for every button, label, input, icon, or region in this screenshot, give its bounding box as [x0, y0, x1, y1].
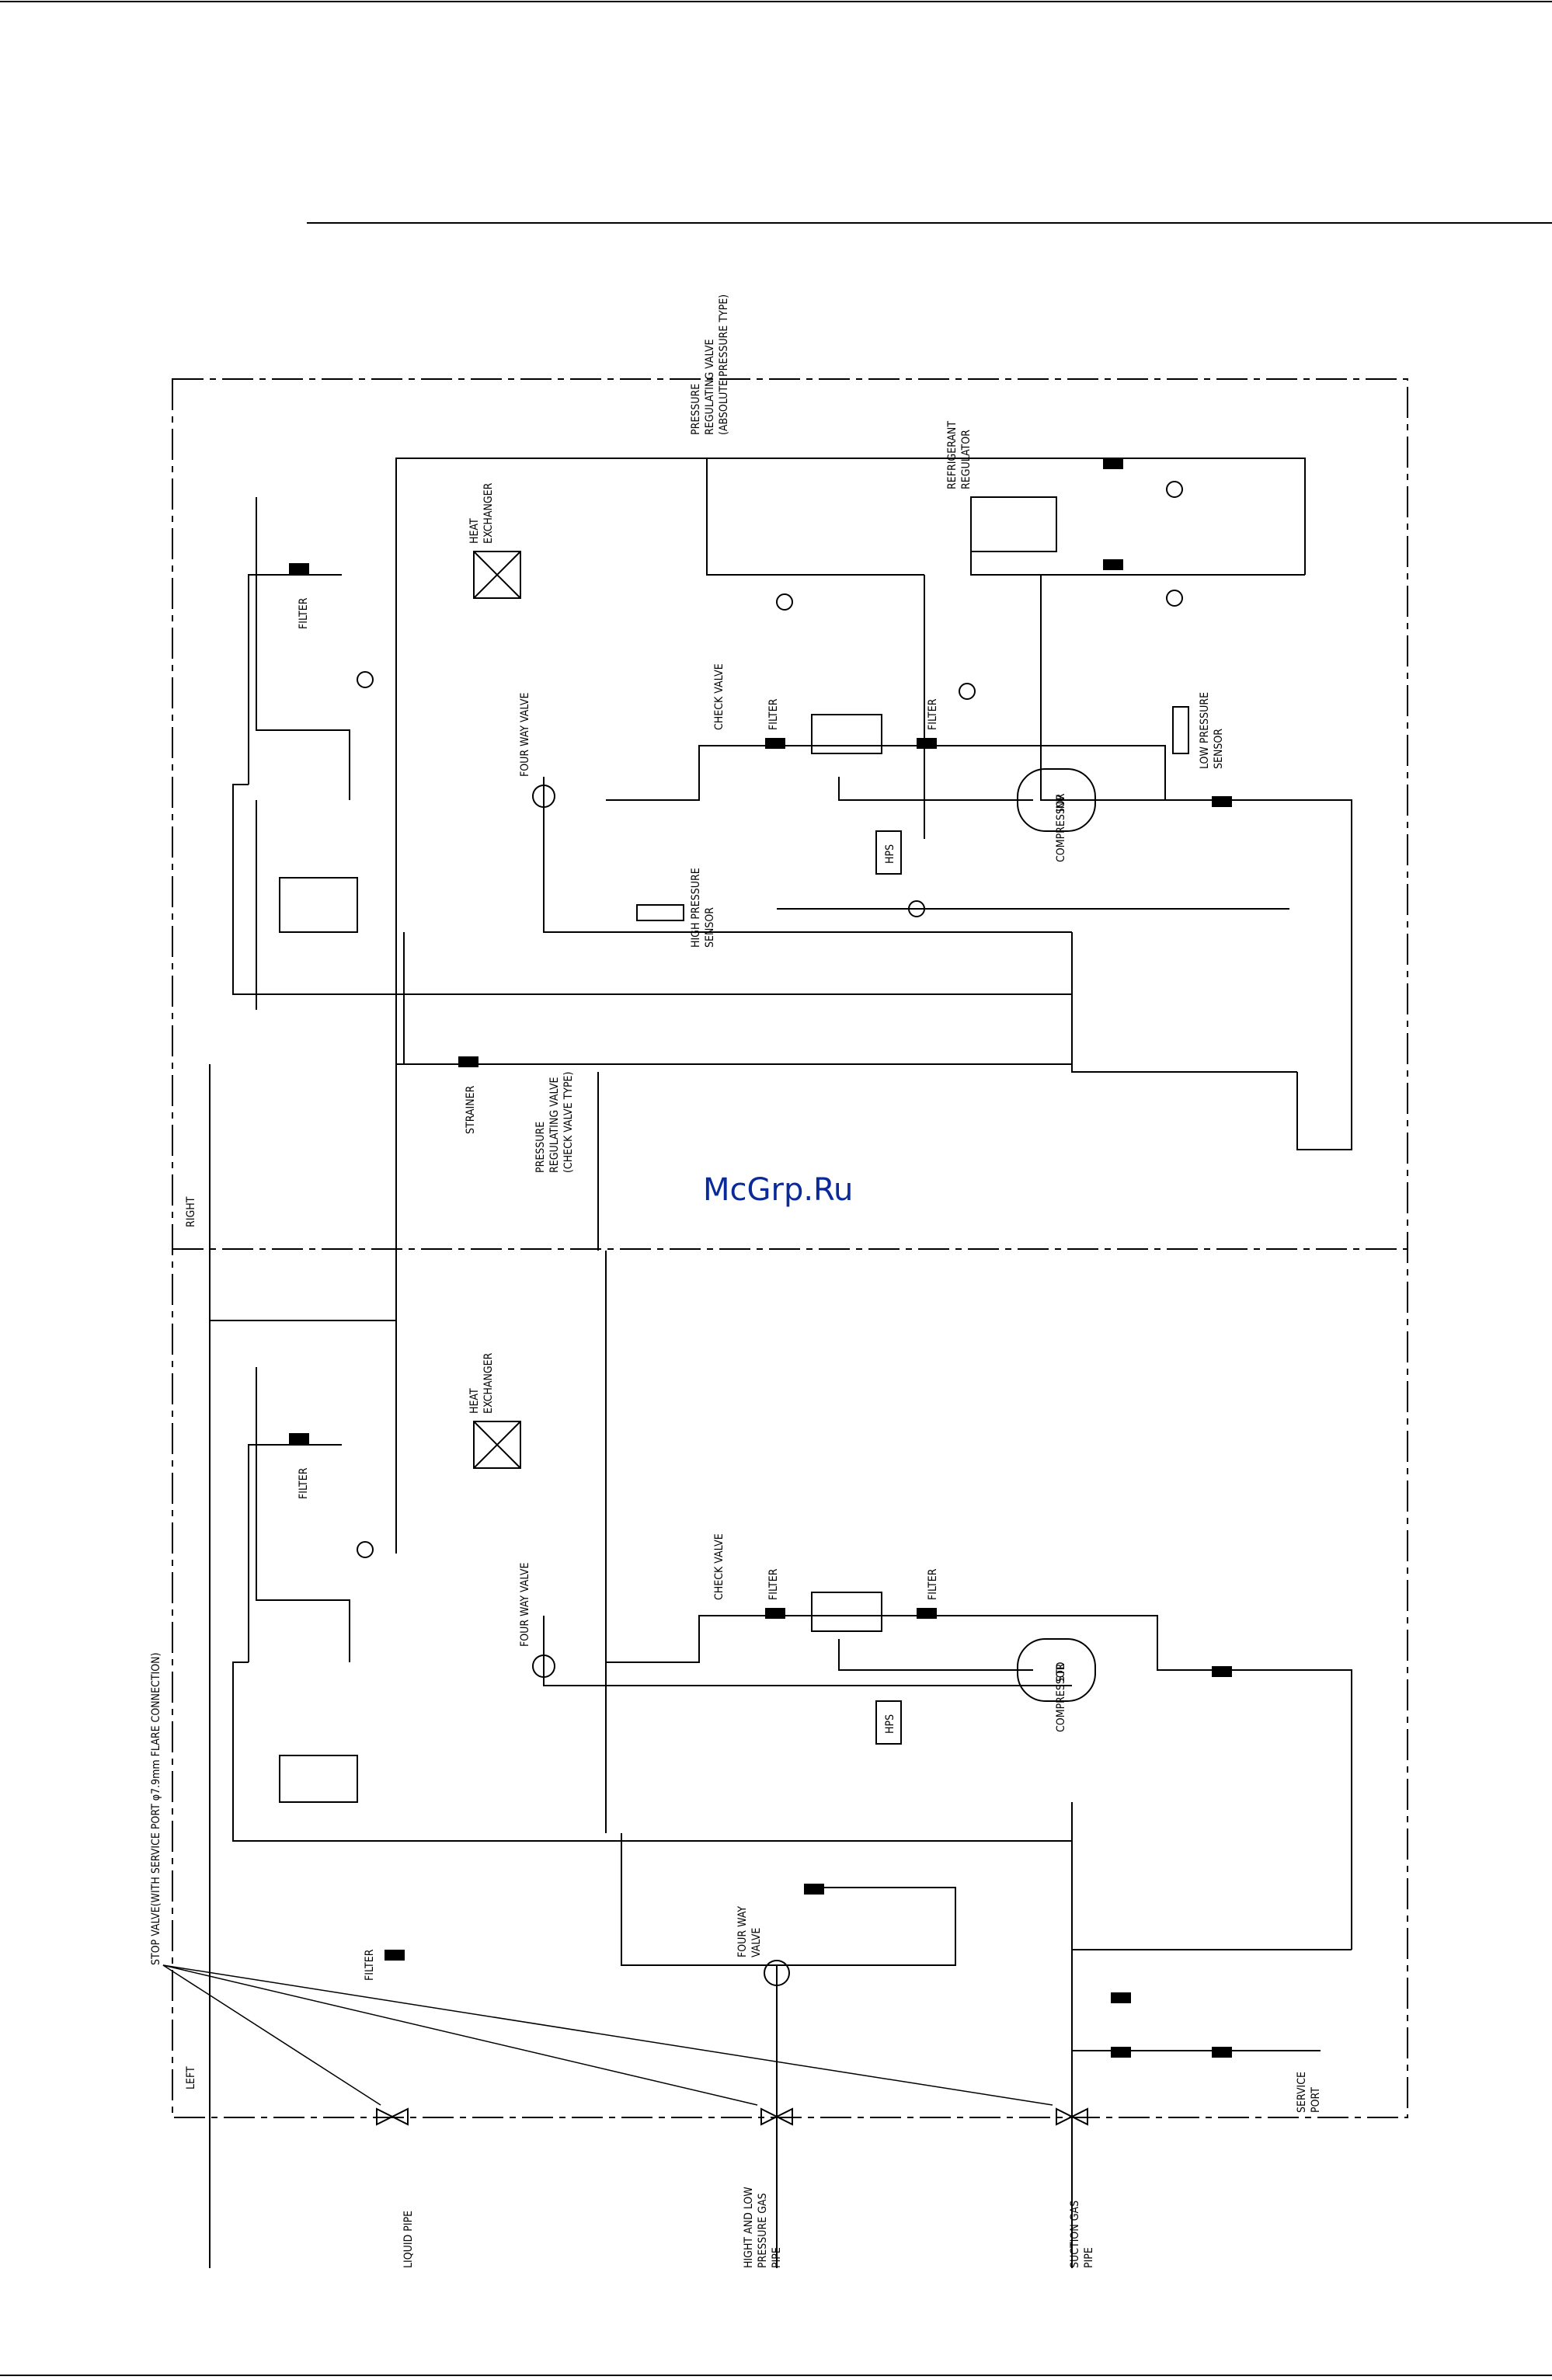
label-four-way-r: FOUR WAY VALVE: [519, 693, 531, 777]
zone-left-label: LEFT: [185, 2066, 197, 2089]
label-check-valve-r: CHECK VALVE: [713, 663, 726, 730]
label-compressor-r: COMPRESSOR: [1055, 793, 1067, 862]
label-four-way-l: FOUR WAY VALVE: [519, 1563, 531, 1647]
heat-exchanger-right: [473, 551, 521, 599]
label-filter-l2: FILTER: [767, 1568, 780, 1600]
svg-text:REGULATING VALVE: REGULATING VALVE: [704, 339, 716, 435]
label-filter-r3: FILTER: [927, 698, 939, 730]
label-low-pressure-sensor: LOW PRESSURE SENSOR: [1199, 692, 1225, 769]
hps-right: HPS: [875, 830, 902, 875]
label-filter-l3: FILTER: [927, 1568, 939, 1600]
label-heat-exchanger-r: HEAT EXCHANGER: [468, 482, 495, 544]
label-heat-exchanger-l: HEAT EXCHANGER: [468, 1352, 495, 1414]
label-compressor-l: COMPRESSOR: [1055, 1663, 1067, 1732]
svg-text:SENSOR: SENSOR: [704, 907, 716, 948]
svg-text:VALVE: VALVE: [750, 1928, 763, 1957]
label-filter-r2: FILTER: [767, 698, 780, 730]
svg-text:PIPE: PIPE: [1083, 2247, 1095, 2268]
hps-left: HPS: [875, 1700, 902, 1745]
svg-text:PIPE: PIPE: [771, 2247, 783, 2268]
service-port-label: SERVICE PORT: [1296, 2072, 1322, 2113]
svg-text:SENSOR: SENSOR: [1213, 729, 1225, 769]
label-strainer-r: STRAINER: [465, 1085, 477, 1134]
compressor-inv: INV: [1017, 768, 1096, 832]
svg-text:STD: STD: [1055, 1662, 1067, 1682]
svg-text:HIGHT AND LOW: HIGHT AND LOW: [743, 2187, 755, 2268]
expansion-coil-right: [279, 877, 358, 933]
label-prv-check: PRESSURE REGULATING VALVE (CHECK VALVE T…: [534, 1072, 575, 1173]
svg-text:HPS: HPS: [884, 1714, 896, 1734]
stop-valve-header: STOP VALVE(WITH SERVICE PORT φ7.9mm FLAR…: [150, 1653, 162, 1966]
label-prv-abs: PRESSURE REGULATING VALVE (ABSOLUTE PRES…: [690, 294, 730, 435]
svg-text:EXCHANGER: EXCHANGER: [482, 482, 495, 544]
svg-text:HEAT: HEAT: [468, 518, 481, 544]
four-way-valve-left: [532, 1655, 555, 1678]
svg-text:HPS: HPS: [884, 844, 896, 864]
svg-text:REGULATOR: REGULATOR: [960, 430, 973, 489]
svg-text:SERVICE: SERVICE: [1296, 2072, 1308, 2113]
low-pressure-sensor: [1172, 706, 1189, 754]
suction-gas-pipe-label: SUCTION GAS PIPE: [1069, 2201, 1095, 2268]
stop-valves: [376, 2107, 1088, 2126]
label-four-way-gas: FOUR WAY VALVE: [736, 1906, 763, 1957]
liquid-pipe-label: LIQUID PIPE: [402, 2211, 415, 2268]
svg-text:SUCTION GAS: SUCTION GAS: [1069, 2201, 1081, 2268]
label-filter-liquid: FILTER: [364, 1949, 376, 1981]
svg-text:PRESSURE: PRESSURE: [690, 384, 702, 435]
watermark: McGrp.Ru: [703, 1172, 853, 1208]
svg-text:FOUR WAY: FOUR WAY: [736, 1906, 749, 1957]
svg-text:(ABSOLUTE PRESSURE TYPE): (ABSOLUTE PRESSURE TYPE): [718, 294, 730, 435]
zone-right-label: RIGHT: [185, 1196, 197, 1227]
oil-separator-left: [811, 1592, 882, 1632]
svg-text:LOW PRESSURE: LOW PRESSURE: [1199, 692, 1211, 769]
compressor-std: STD: [1017, 1638, 1096, 1702]
svg-text:PRESSURE GAS: PRESSURE GAS: [757, 2193, 769, 2268]
svg-text:INV: INV: [1055, 795, 1067, 812]
high-pressure-sensor: [636, 904, 684, 921]
heat-exchanger-left: [473, 1421, 521, 1469]
four-way-valve-right: [532, 785, 555, 808]
filters: [289, 458, 1232, 2058]
svg-text:HEAT: HEAT: [468, 1388, 481, 1414]
svg-text:HIGH PRESSURE: HIGH PRESSURE: [690, 868, 702, 948]
svg-text:PRESSURE: PRESSURE: [534, 1122, 547, 1173]
label-filter-l1: FILTER: [298, 1467, 310, 1499]
stop-valve-leader-lines: [162, 1964, 1053, 2106]
four-way-valve-gas: [764, 1960, 790, 1986]
refrigerant-regulator: [970, 496, 1057, 552]
label-refrigerant-regulator: REFRIGERANT REGULATOR: [946, 421, 973, 489]
svg-text:REGULATING VALVE: REGULATING VALVE: [548, 1077, 561, 1173]
expansion-coil-left: [279, 1755, 358, 1803]
svg-text:PORT: PORT: [1310, 2087, 1322, 2113]
label-filter-r1: FILTER: [298, 597, 310, 629]
piping: [209, 458, 1352, 2268]
svg-text:EXCHANGER: EXCHANGER: [482, 1352, 495, 1414]
oil-separator-right: [811, 714, 882, 754]
label-high-pressure-sensor: HIGH PRESSURE SENSOR: [690, 868, 716, 948]
sv-markers: [357, 481, 1183, 1558]
svg-text:(CHECK VALVE TYPE): (CHECK VALVE TYPE): [562, 1072, 575, 1173]
svg-text:REFRIGERANT: REFRIGERANT: [946, 421, 959, 489]
label-check-valve-l: CHECK VALVE: [713, 1533, 726, 1600]
hl-gas-pipe-label: HIGHT AND LOW PRESSURE GAS PIPE: [743, 2187, 783, 2268]
